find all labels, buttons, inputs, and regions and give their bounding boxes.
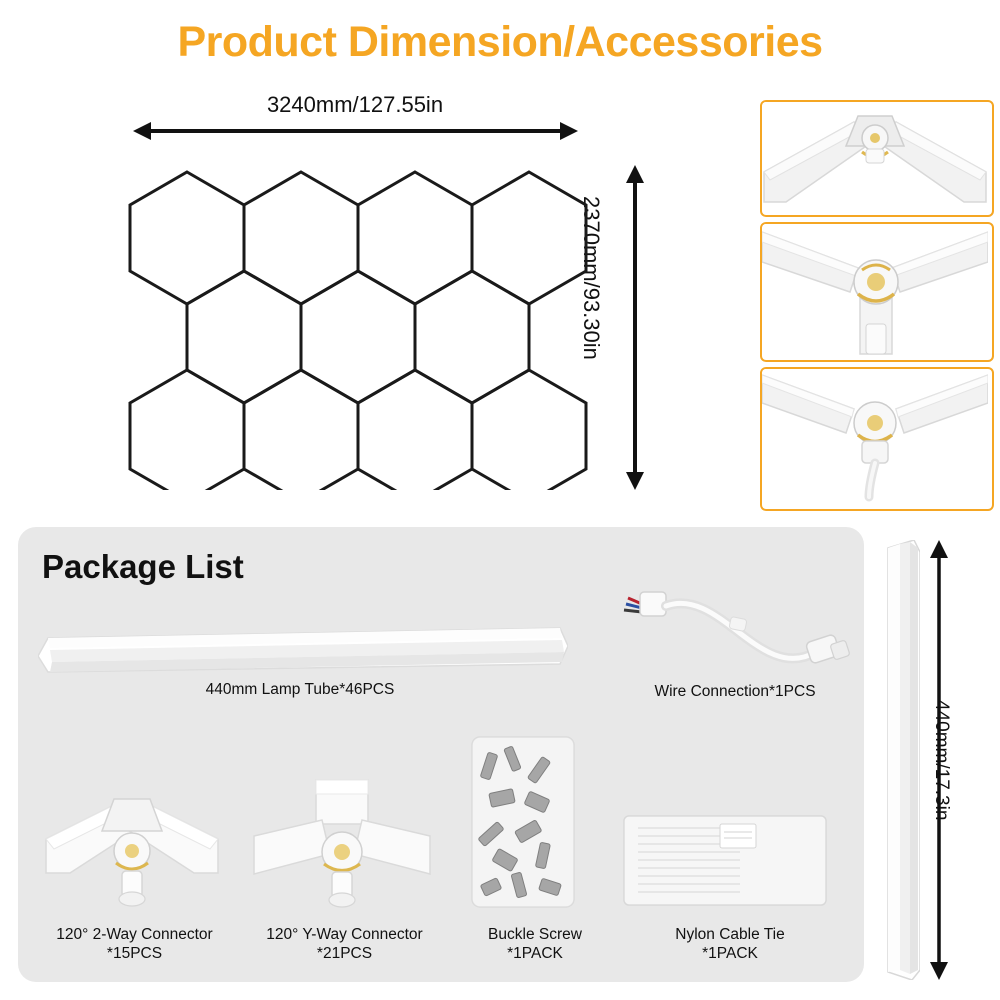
width-dimension-arrow	[133, 122, 578, 140]
nylon-cable-tie-caption: Nylon Cable Tie *1PACK	[630, 925, 830, 963]
two-way-connector-caption-line1: 120° 2-Way Connector	[56, 926, 213, 943]
buckle-screw-caption-line2: *1PACK	[507, 945, 563, 962]
package-list-heading: Package List	[42, 548, 244, 585]
y-way-connector-caption: 120° Y-Way Connector *21PCS	[232, 925, 457, 963]
width-dimension-label: 3240mm/127.55in	[266, 92, 444, 117]
buckle-screw-caption: Buckle Screw *1PACK	[455, 925, 615, 963]
hexagon-grid-diagram	[120, 160, 620, 490]
two-way-connector-caption: 120° 2-Way Connector *15PCS	[22, 925, 247, 963]
lamp-tube-image	[38, 620, 568, 678]
nylon-cable-tie-caption-line1: Nylon Cable Tie	[675, 926, 785, 943]
wire-connection-image	[610, 580, 860, 680]
y-way-connector-caption-line1: 120° Y-Way Connector	[266, 926, 423, 943]
wire-connection-caption: Wire Connection*1PCS	[654, 683, 816, 700]
lamp-tube-caption: 440mm Lamp Tube*46PCS	[205, 681, 395, 698]
y-connector-photo	[760, 222, 994, 362]
vertical-lamp-tube-image	[884, 540, 920, 980]
buckle-screw-image	[468, 733, 578, 911]
nylon-cable-tie-caption-line2: *1PACK	[702, 945, 758, 962]
tube-length-dimension-arrow	[930, 540, 948, 980]
height-dimension-arrow	[626, 165, 644, 490]
two-way-connector-caption-line2: *15PCS	[106, 945, 163, 962]
two-way-connector-image	[40, 795, 225, 910]
nylon-cable-tie-image	[620, 812, 830, 909]
package-list-panel	[18, 527, 864, 982]
corner-connector-photo	[760, 100, 994, 217]
y-way-connector-caption-line2: *21PCS	[316, 945, 373, 962]
y-connector-with-cable-photo	[760, 367, 994, 511]
page-title: Product Dimension/Accessories	[177, 18, 823, 66]
tube-length-dimension-label: 440mm/17.3in	[931, 700, 952, 821]
buckle-screw-caption-line1: Buckle Screw	[488, 926, 582, 943]
y-way-connector-image	[250, 778, 435, 910]
